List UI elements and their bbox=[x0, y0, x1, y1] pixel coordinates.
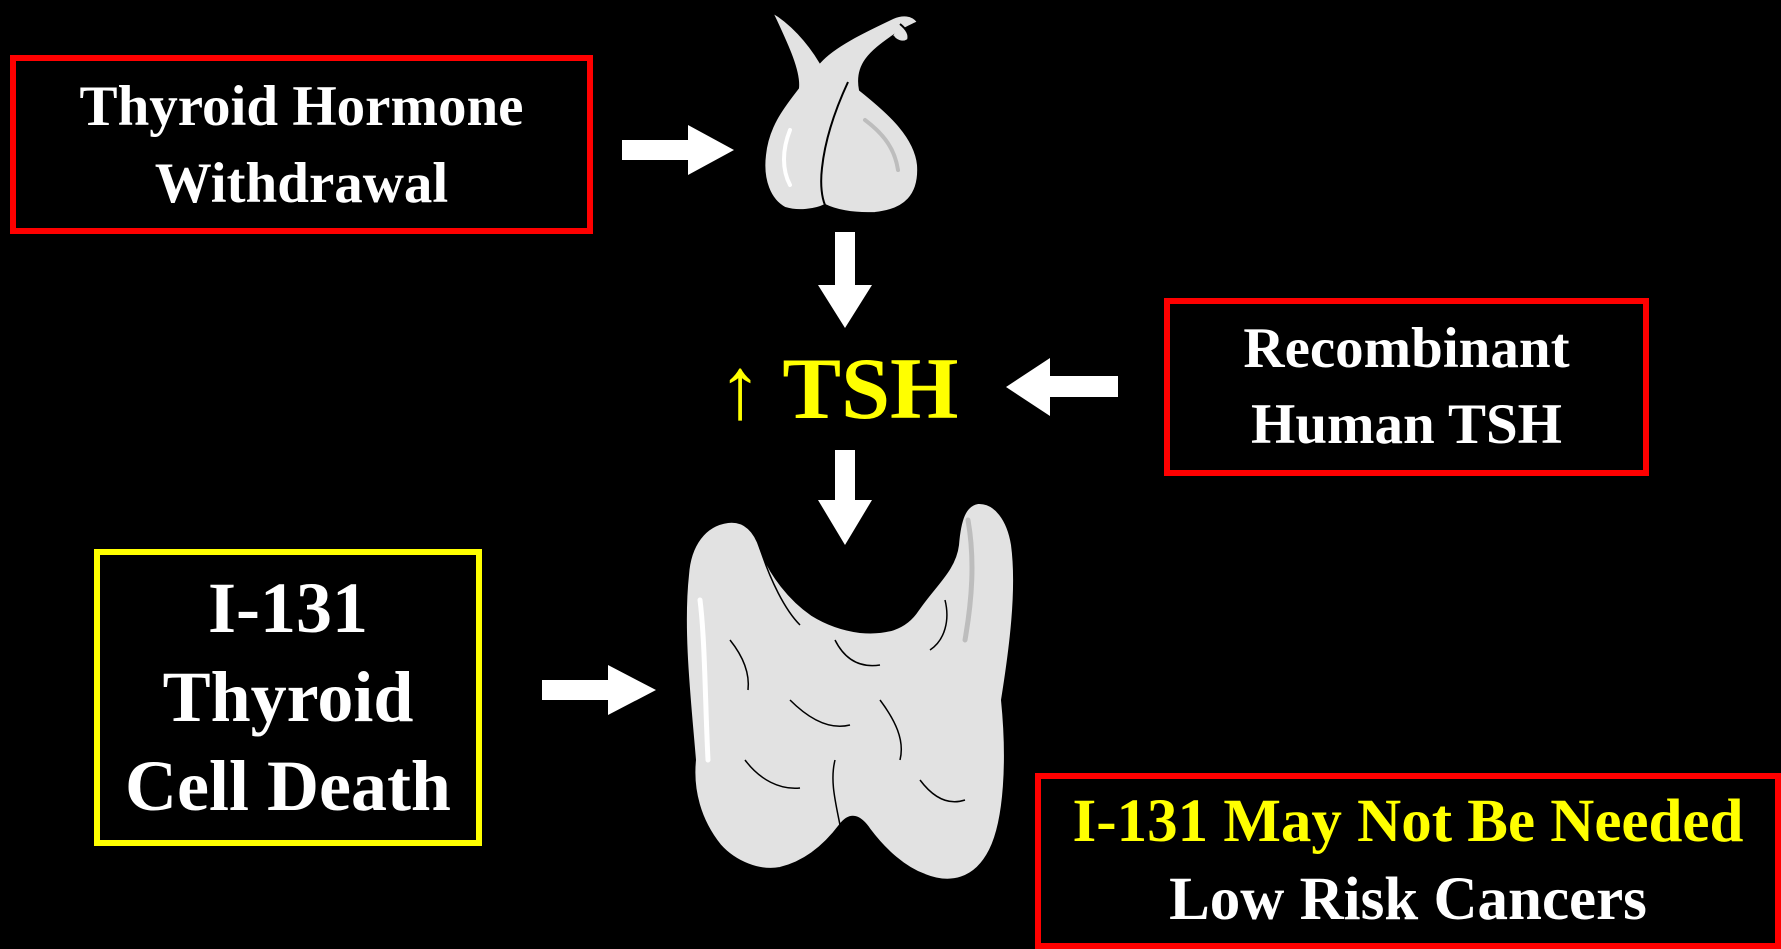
arrow-right-icon bbox=[542, 665, 656, 715]
i131-line3: Cell Death bbox=[125, 742, 451, 831]
rhtsh-line2: Human TSH bbox=[1251, 387, 1562, 463]
arrow-left-icon bbox=[1006, 358, 1118, 416]
tsh-label: ↑ TSH bbox=[718, 340, 959, 440]
i131-cell-death-box: I-131 Thyroid Cell Death bbox=[94, 549, 482, 846]
lowrisk-line1: I-131 May Not Be Needed bbox=[1073, 783, 1744, 861]
withdrawal-box: Thyroid Hormone Withdrawal bbox=[10, 55, 593, 234]
withdrawal-line1: Thyroid Hormone bbox=[80, 68, 524, 145]
lowrisk-line2: Low Risk Cancers bbox=[1169, 861, 1647, 939]
arrow-down-icon bbox=[818, 450, 872, 545]
low-risk-box: I-131 May Not Be Needed Low Risk Cancers bbox=[1035, 773, 1781, 949]
arrow-right-icon bbox=[622, 125, 734, 175]
arrow-down-icon bbox=[818, 232, 872, 328]
rhtsh-line1: Recombinant bbox=[1243, 311, 1569, 387]
recombinant-tsh-box: Recombinant Human TSH bbox=[1164, 298, 1649, 476]
i131-line2: Thyroid bbox=[163, 653, 414, 742]
withdrawal-line2: Withdrawal bbox=[155, 145, 449, 222]
i131-line1: I-131 bbox=[208, 564, 368, 653]
